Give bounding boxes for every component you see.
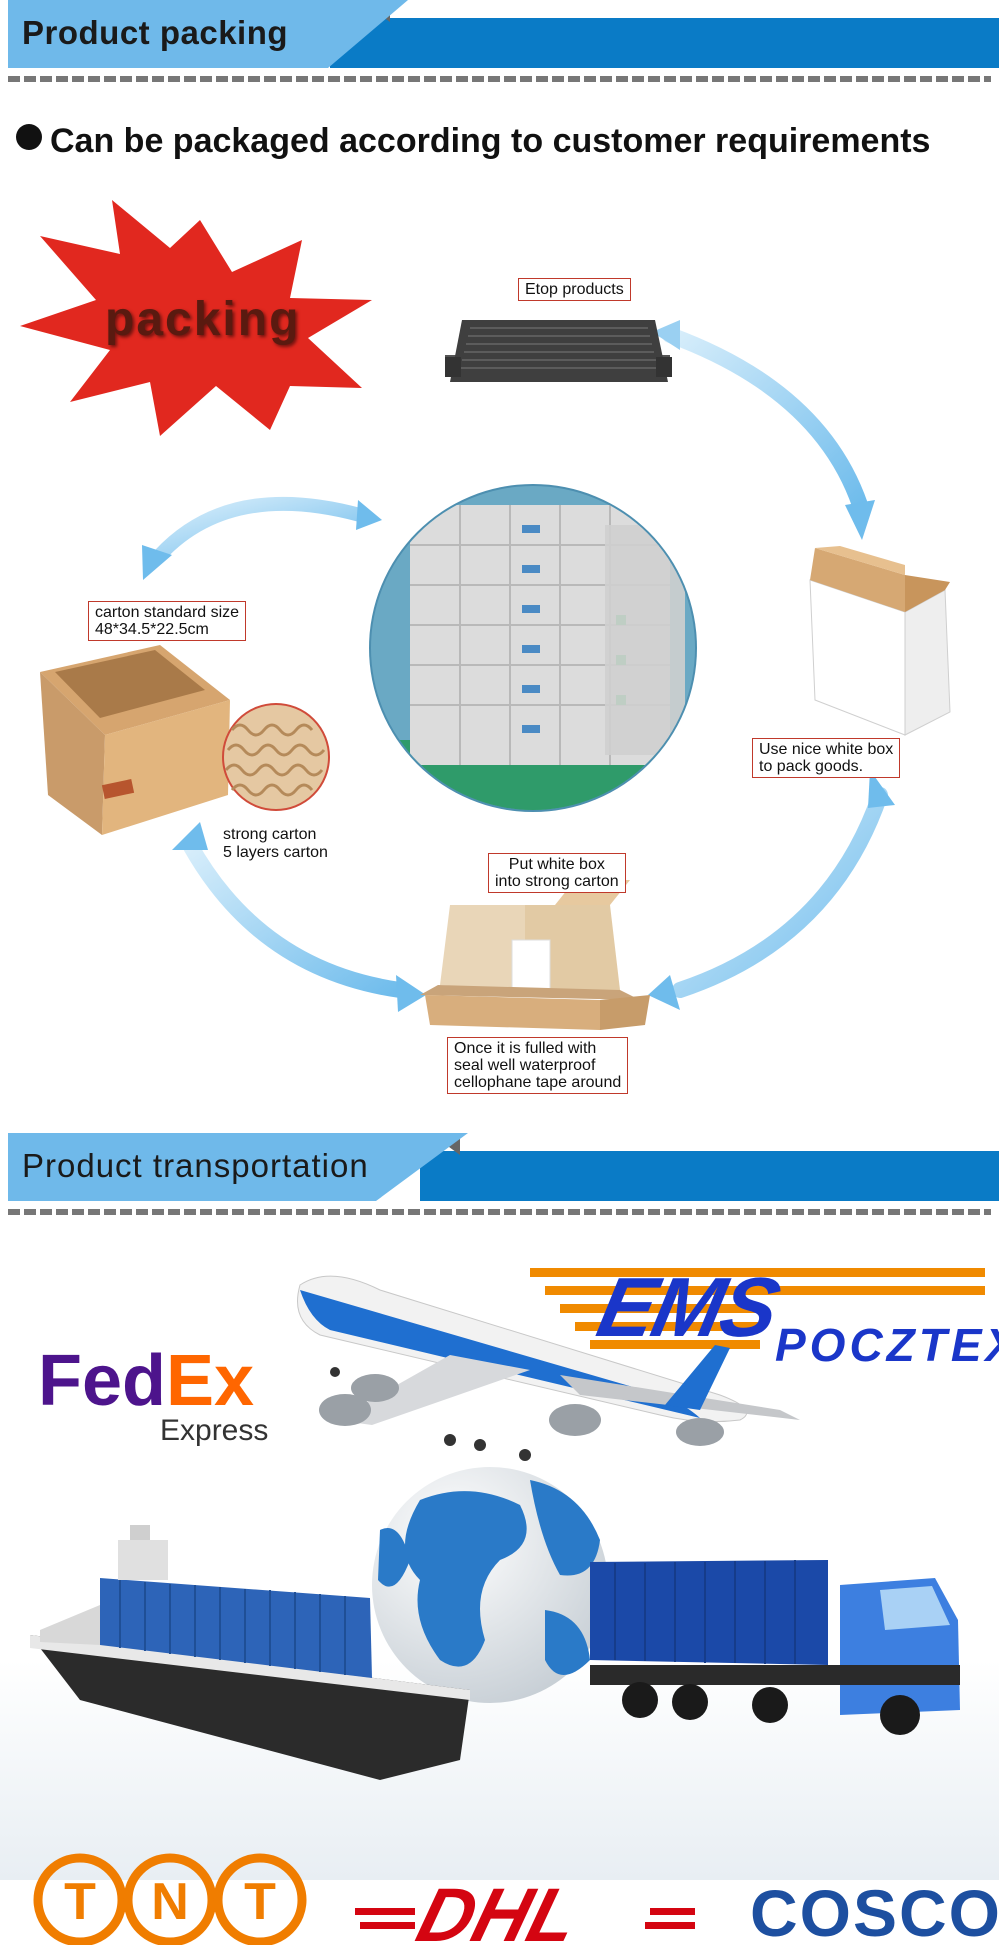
packing-badge-text: packing [105, 293, 301, 346]
arrow-top-left [153, 496, 367, 562]
ems-logo: EMS [590, 1260, 787, 1354]
starburst-icon [20, 200, 372, 436]
cargo-ship-icon [30, 1525, 470, 1780]
banner-dark-bar [420, 1151, 999, 1201]
truck-icon [590, 1560, 960, 1735]
dhl-logo: DHL [408, 1873, 588, 1958]
tnt-letter-3: T [244, 1873, 276, 1931]
arrow-head-icon [648, 975, 680, 1010]
callout-tape: Once it is fulled with seal well waterpr… [447, 1037, 629, 1094]
open-carton-icon [40, 645, 230, 835]
dhl-stripes-icon [355, 1908, 695, 1929]
arrow-head-icon [652, 320, 680, 350]
transport-banner: Product transportation [0, 1133, 999, 1215]
arrow-head-icon [172, 822, 208, 850]
arrow-head-icon [356, 500, 382, 530]
fedex-express-text: Express [160, 1414, 269, 1447]
arrow-bottom-left [182, 837, 408, 998]
fedex-logo: FedEx [38, 1341, 255, 1421]
packing-banner: Product packing [0, 0, 999, 82]
arrow-head-icon [868, 770, 895, 808]
packing-box-icon [420, 880, 650, 1030]
arrow-head-icon [142, 545, 172, 580]
corrugated-layers-icon [222, 703, 330, 811]
callout-put-box: Put white box into strong carton [488, 853, 626, 893]
tnt-logo-icon [33, 1853, 307, 1945]
pocztex-logo: POCZTEX [775, 1319, 999, 1371]
airplane-icon [297, 1275, 800, 1461]
text-strong-carton: strong carton 5 layers carton [223, 826, 328, 861]
dashed-rule [8, 76, 991, 82]
arrow-head-icon [396, 975, 426, 1012]
arrow-bottom-right [672, 787, 888, 998]
ems-stripes-icon [530, 1268, 985, 1349]
section-title-transport: Product transportation [22, 1147, 369, 1184]
section-title-packing: Product packing [22, 14, 289, 51]
callout-white-box: Use nice white box to pack goods. [752, 738, 901, 778]
globe-icon [372, 1467, 608, 1703]
callout-carton-size: carton standard size 48*34.5*22.5cm [88, 601, 247, 641]
banner-light-tab: Product transportation [8, 1133, 468, 1201]
banner-light-tab: Product packing [8, 0, 408, 68]
banner-dark-bar [330, 18, 999, 68]
power-supply-device-icon [445, 320, 672, 382]
arrow-head-icon [845, 500, 875, 540]
arrow-top-right [662, 327, 868, 513]
callout-etop-products: Etop products [518, 278, 631, 301]
cosco-logo: COSCO [750, 1876, 999, 1950]
bullet-dot-icon [16, 124, 42, 150]
tnt-letter-2: N [151, 1873, 189, 1931]
warehouse-photo-icon [369, 484, 697, 812]
dashed-rule [8, 1209, 991, 1215]
white-box-icon [809, 546, 951, 736]
tnt-letter-1: T [64, 1873, 96, 1931]
packaging-note: Can be packaged according to customer re… [16, 122, 930, 161]
